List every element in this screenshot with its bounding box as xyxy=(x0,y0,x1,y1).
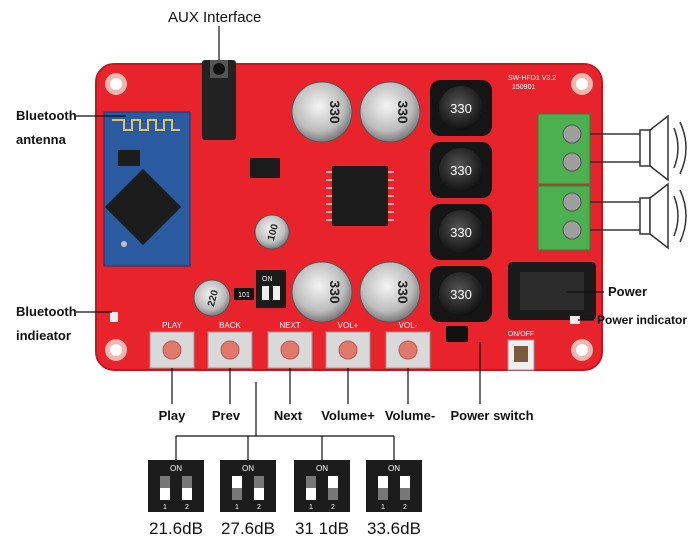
capacitor-small-100: 100 xyxy=(254,214,290,250)
gain-switch-3: ON 1 2 xyxy=(294,460,350,512)
svg-text:220: 220 xyxy=(206,288,221,307)
inductor-4: 330 xyxy=(430,266,492,322)
gain-settings: ON 1 2 ON 1 2 ON 1 2 ON 1 2 xyxy=(148,460,422,538)
svg-text:1: 1 xyxy=(381,504,385,511)
inductor-2: 330 xyxy=(430,142,492,198)
svg-text:101: 101 xyxy=(238,292,250,299)
svg-text:330: 330 xyxy=(450,287,472,302)
inductor-1: 330 xyxy=(430,80,492,136)
svg-text:330: 330 xyxy=(450,225,472,240)
svg-text:330: 330 xyxy=(327,100,343,124)
bluetooth-module xyxy=(103,111,191,267)
gain-label-4: 33.6dB xyxy=(367,519,421,538)
bluetooth-indicator-label-2: indieator xyxy=(16,328,71,343)
prev-button[interactable]: BACK xyxy=(207,321,253,369)
capacitor-bottom-right: 330 xyxy=(359,261,421,323)
gain-switch-4: ON 1 2 xyxy=(366,460,422,512)
volume-down-button[interactable]: VOL- xyxy=(385,321,431,369)
resistor-101: 101 xyxy=(234,288,254,300)
svg-text:100: 100 xyxy=(266,222,281,241)
svg-text:1: 1 xyxy=(309,504,313,511)
speaker-icon xyxy=(639,114,687,182)
svg-text:2: 2 xyxy=(257,504,261,511)
gain-label-1: 21.6dB xyxy=(149,519,203,538)
aux-jack xyxy=(202,60,236,140)
svg-text:ON: ON xyxy=(242,464,254,473)
power-label: Power xyxy=(608,284,647,299)
svg-text:NEXT: NEXT xyxy=(279,321,300,330)
svg-text:1: 1 xyxy=(163,504,167,511)
next-button[interactable]: NEXT xyxy=(267,321,313,369)
svg-text:330: 330 xyxy=(395,100,411,124)
bluetooth-antenna-trace xyxy=(112,119,180,131)
power-jack xyxy=(508,262,596,320)
power-indicator-label: Power indicator xyxy=(597,313,687,327)
svg-text:PLAY: PLAY xyxy=(162,321,183,330)
speaker-icon xyxy=(639,182,687,250)
gain-switch-2: ON 1 2 xyxy=(220,460,276,512)
svg-text:330: 330 xyxy=(327,280,343,304)
power-switch-chip xyxy=(446,326,468,342)
gain-switch-1: ON 1 2 xyxy=(148,460,204,512)
aux-interface-label: AUX Interface xyxy=(168,9,261,26)
svg-text:BACK: BACK xyxy=(219,321,241,330)
bluetooth-antenna-label-1: Bluetooth xyxy=(16,108,77,123)
capacitor-top-left: 330 xyxy=(291,81,353,143)
play-button[interactable]: PLAY xyxy=(149,321,195,369)
svg-text:330: 330 xyxy=(450,101,472,116)
svg-text:330: 330 xyxy=(450,163,472,178)
power-led xyxy=(570,316,580,324)
next-label: Next xyxy=(274,408,303,423)
capacitor-top-right: 330 xyxy=(359,81,421,143)
capacitor-bottom-left: 330 xyxy=(291,261,353,323)
power-switch-button[interactable]: ON/OFF xyxy=(507,331,535,371)
capacitor-small-220: 220 xyxy=(193,279,231,317)
amplifier-chip xyxy=(326,166,394,226)
svg-text:2: 2 xyxy=(403,504,407,511)
speaker-icons xyxy=(590,114,687,250)
svg-text:1: 1 xyxy=(235,504,239,511)
prev-label: Prev xyxy=(212,408,241,423)
svg-text:2: 2 xyxy=(185,504,189,511)
volume-up-button[interactable]: VOL+ xyxy=(325,321,371,369)
small-ic xyxy=(250,158,280,178)
svg-text:ON: ON xyxy=(170,464,182,473)
gain-label-3: 31 1dB xyxy=(295,519,349,538)
bluetooth-indicator-label-1: Bluetooth xyxy=(16,304,77,319)
volume-up-label: Volume+ xyxy=(321,408,375,423)
gain-label-2: 27.6dB xyxy=(221,519,275,538)
board-model-text: SW-HFD1 V3.2 xyxy=(508,75,556,82)
play-label: Play xyxy=(159,408,187,423)
callout-lines xyxy=(76,26,604,460)
board-buttons: PLAY BACK NEXT VOL+ VOL- ON/OFF xyxy=(149,321,535,371)
power-switch-label: Power switch xyxy=(450,408,533,423)
volume-down-label: Volume- xyxy=(385,408,435,423)
board-date-text: 150901 xyxy=(512,84,535,91)
inductor-3: 330 xyxy=(430,204,492,260)
svg-text:ON: ON xyxy=(388,464,400,473)
speaker-terminal-block xyxy=(537,113,591,251)
bluetooth-led xyxy=(110,312,118,322)
svg-text:2: 2 xyxy=(331,504,335,511)
svg-text:330: 330 xyxy=(395,280,411,304)
bluetooth-antenna-label-2: antenna xyxy=(16,132,67,147)
svg-text:VOL+: VOL+ xyxy=(338,321,359,330)
board-dip-switch: ON xyxy=(256,270,286,308)
svg-text:ON: ON xyxy=(262,276,273,283)
svg-text:ON/OFF: ON/OFF xyxy=(508,331,534,338)
svg-text:VOL-: VOL- xyxy=(399,321,418,330)
svg-text:ON: ON xyxy=(316,464,328,473)
